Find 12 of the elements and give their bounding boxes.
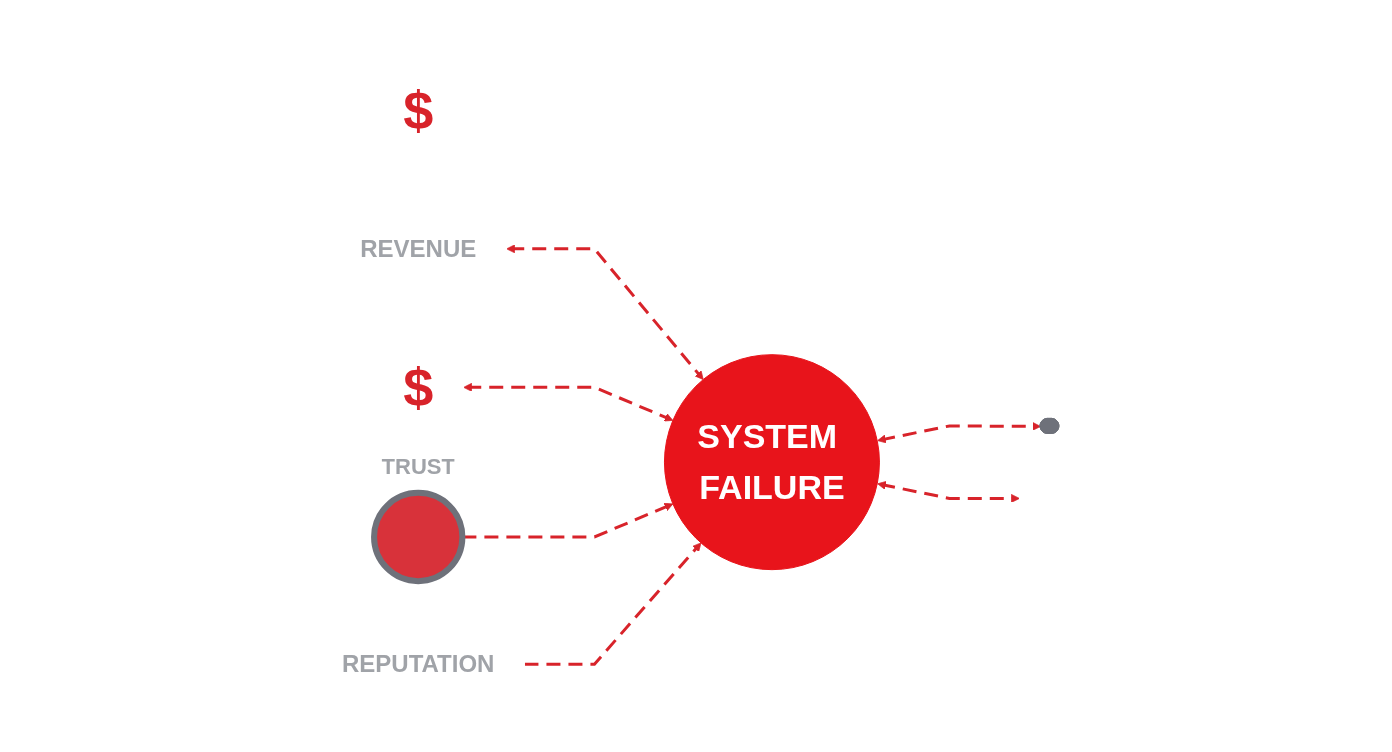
arrow xyxy=(463,382,674,422)
node-text: REPUTATION xyxy=(342,650,495,678)
node-label: TRUST xyxy=(381,453,456,479)
arrow xyxy=(877,421,1042,444)
arrow xyxy=(506,244,704,380)
node-text: REVENUE xyxy=(360,234,477,262)
node-circle: SYSTEM FAILURE xyxy=(664,354,881,571)
node-heart xyxy=(371,489,466,585)
node-text: $ xyxy=(403,79,434,140)
arrow xyxy=(877,481,1021,503)
arrow xyxy=(524,542,702,666)
node-text: $ xyxy=(403,356,434,417)
